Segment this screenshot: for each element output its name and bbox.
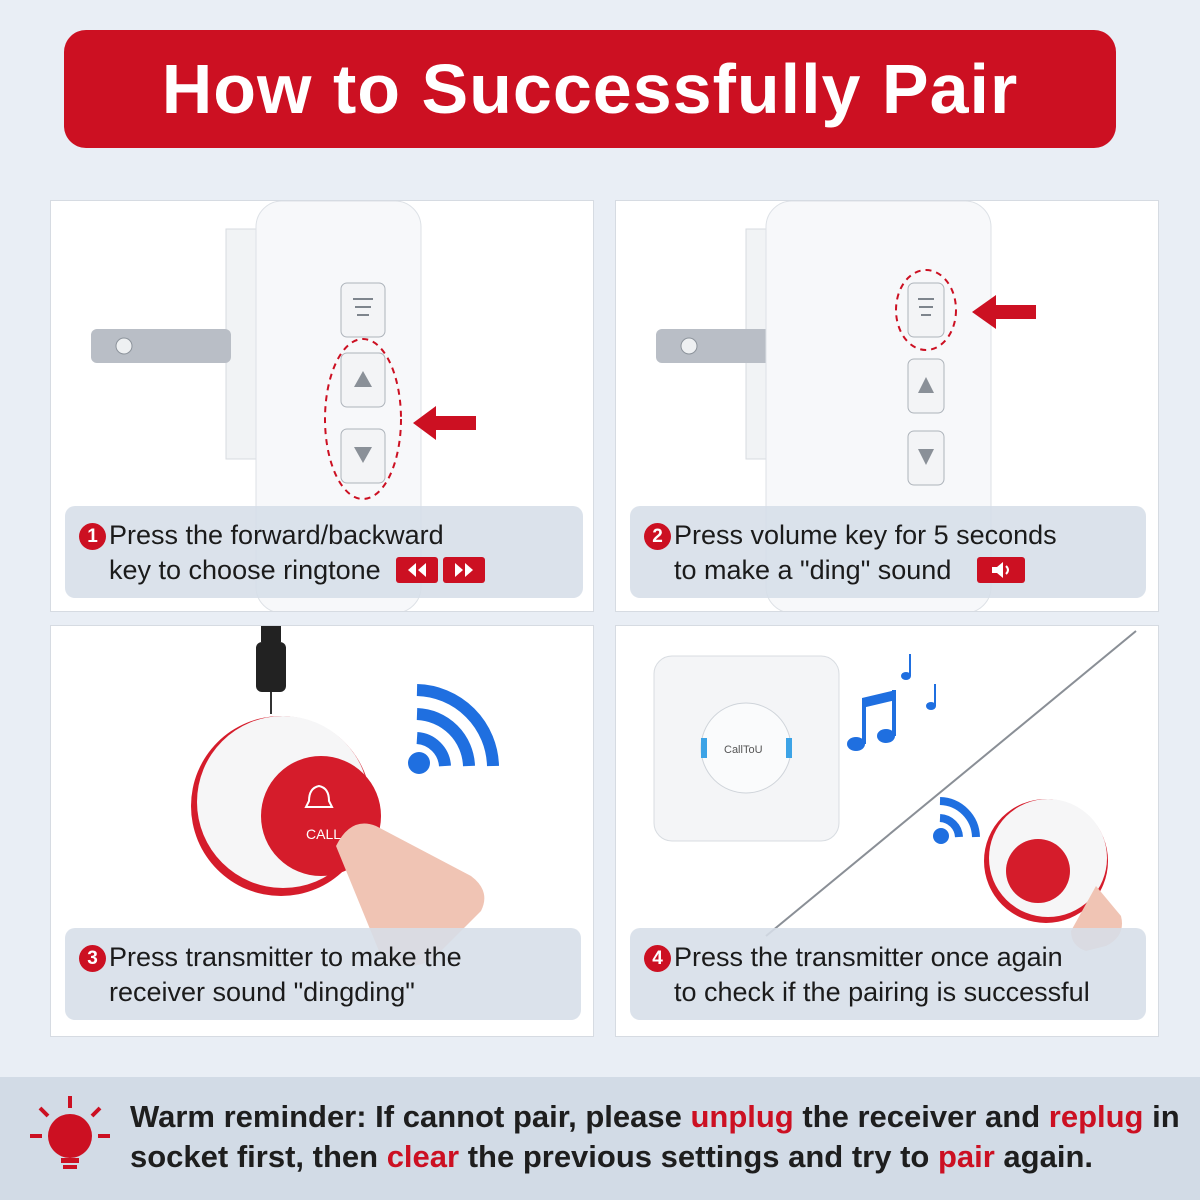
step-1-panel: 1 Press the forward/backward key to choo…: [50, 200, 594, 612]
lightbulb-icon: [30, 1096, 110, 1169]
svg-text:CALL: CALL: [306, 826, 341, 842]
step-2-panel: 2 Press volume key for 5 seconds to make…: [615, 200, 1159, 612]
bell-icon: [304, 784, 334, 808]
rewind-icon: [396, 557, 439, 583]
lanyard-icon: [256, 642, 286, 692]
step-2-number: 2: [644, 523, 671, 550]
step-4-caption: 4 Press the transmitter once again to ch…: [630, 928, 1146, 1020]
svg-text:CallToU: CallToU: [724, 744, 763, 756]
call-button[interactable]: [1006, 839, 1070, 903]
step-1-number: 1: [79, 523, 106, 550]
page-title: How to Successfully Pair: [64, 30, 1116, 148]
reminder-bar: [0, 1077, 1200, 1200]
step-3-number: 3: [79, 945, 106, 972]
wifi-signal-icon: [933, 828, 949, 844]
red-arrow-icon: [972, 295, 1036, 329]
warm-reminder-text: Warm reminder: If cannot pair, please un…: [130, 1099, 1180, 1174]
red-arrow-icon: [413, 406, 476, 440]
music-notes-icon: [847, 654, 936, 751]
pairing-check-illustration: CallToU: [653, 630, 1137, 951]
step-2-caption: 2 Press volume key for 5 seconds to make…: [630, 506, 1146, 598]
step-1-caption: 1 Press the forward/backward key to choo…: [65, 506, 583, 598]
step-4-panel: CallToU 4 Press the transmitter once aga…: [615, 625, 1159, 1037]
wifi-signal-icon: [408, 752, 430, 774]
speaker-icon: [976, 557, 1025, 583]
step-3-caption: 3 Press transmitter to make the receiver…: [65, 928, 581, 1020]
step-4-number: 4: [644, 945, 671, 972]
step-3-panel: CALL 3 Press transmitter to make the rec…: [50, 625, 594, 1037]
fast-forward-icon: [443, 557, 486, 583]
